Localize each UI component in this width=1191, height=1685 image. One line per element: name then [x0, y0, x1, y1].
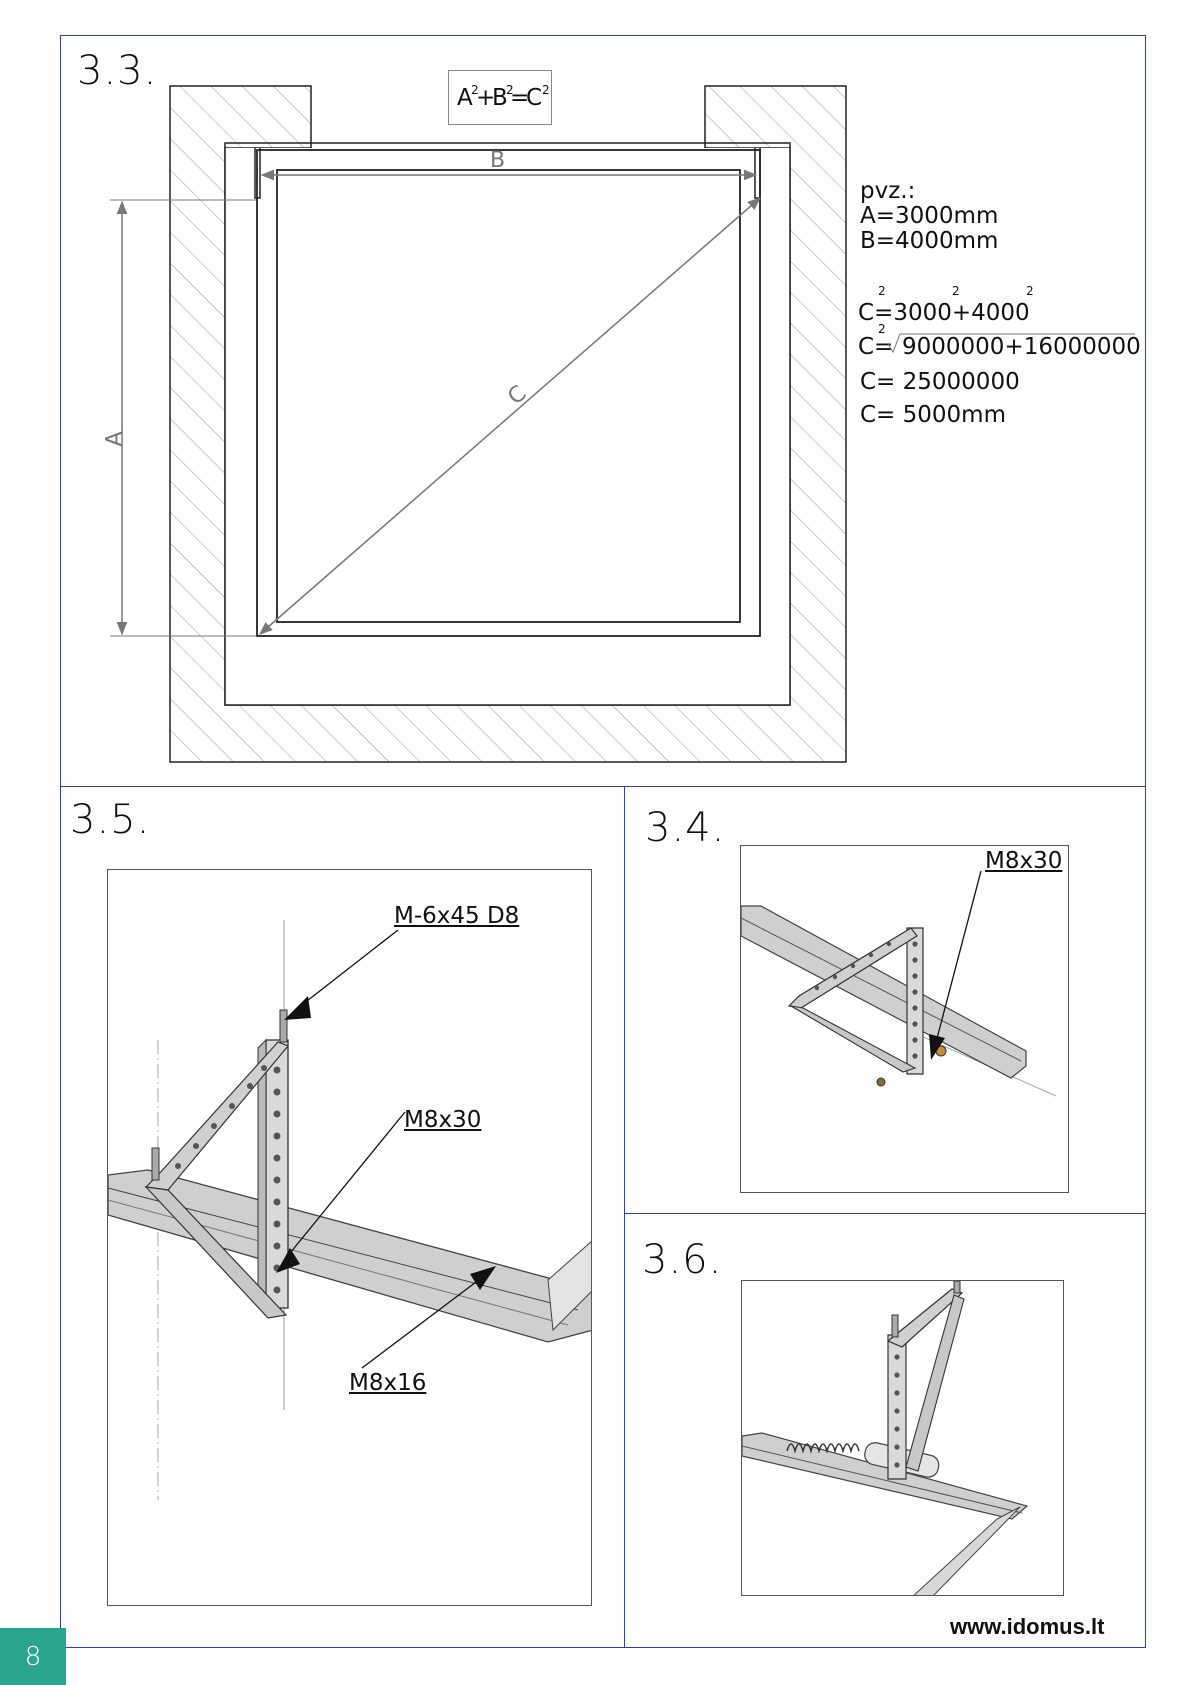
website-url[interactable]: www.idomus.lt: [950, 1614, 1104, 1640]
calc-line-4: C= 5000mm: [860, 404, 1006, 427]
illustration-3-6: [741, 1280, 1064, 1596]
callout-m8x30-3-4: M8x30: [985, 848, 1062, 874]
bracket-rail-drawing-3-5: [108, 870, 592, 1606]
callout-m6x45-d8: M-6x45 D8: [394, 903, 519, 929]
callout-m8x16: M8x16: [349, 1370, 426, 1396]
bracket-spring-drawing-3-6: [742, 1281, 1064, 1596]
bracket-rail-drawing-3-4: [741, 846, 1069, 1193]
calc-line-3: C= 25000000: [860, 371, 1020, 394]
callout-m8x30-3-5: M8x30: [404, 1107, 481, 1133]
calc-line-2-root: 9000000+16000000: [902, 336, 1141, 359]
illustration-3-5: M-6x45 D8 M8x30 M8x16: [107, 869, 592, 1606]
illustration-3-4: M8x30: [740, 845, 1069, 1193]
page-number-tab: 8: [0, 1628, 66, 1685]
